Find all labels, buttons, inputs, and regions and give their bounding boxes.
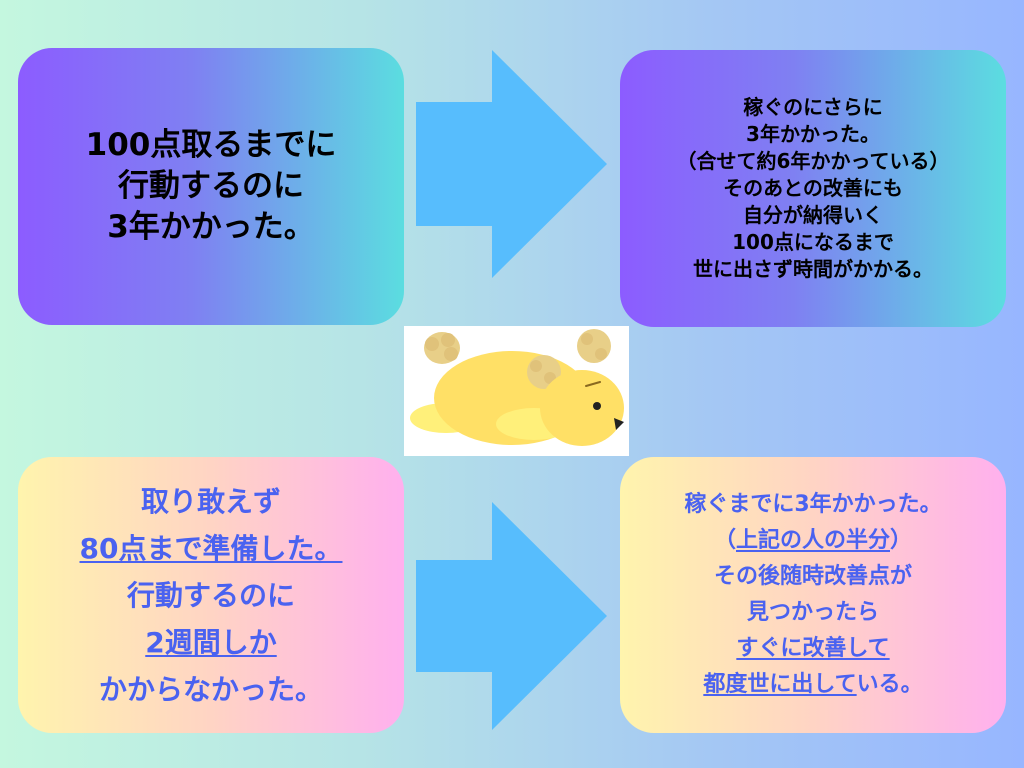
box-line: 取り敢えず xyxy=(140,484,281,518)
underlined-phrase: 上記の人の半分 xyxy=(735,528,890,553)
box-line-underlined: すぐに改善して xyxy=(736,636,890,661)
box-line-underlined: 80点まで準備した。 xyxy=(79,531,343,565)
box-line: 100点になるまで xyxy=(732,230,894,254)
box-line: 世に出さず時間がかかる。 xyxy=(693,257,933,281)
arrow-shape xyxy=(416,50,607,278)
box-line: 稼ぐまでに3年かかった。 xyxy=(684,492,942,517)
box-line-underlined: 2週間しか xyxy=(145,625,277,659)
after-action-box: 取り敢えず 80点まで準備した。 行動するのに 2週間しか かからなかった。 xyxy=(18,457,404,733)
underlined-phrase: 都度世に出して xyxy=(703,672,857,697)
box-line: 3年かかった。 xyxy=(107,209,315,245)
after-result-box: 稼ぐまでに3年かかった。 （上記の人の半分） その後随時改善点が 見つかったら … xyxy=(620,457,1006,733)
box-line: 見つかったら xyxy=(746,600,879,625)
line-tail: いる。 xyxy=(856,672,923,697)
box-line: 都度世に出している。 xyxy=(703,667,922,703)
right-arrow-icon xyxy=(416,502,607,730)
box-line: （上記の人の半分） xyxy=(714,523,912,559)
before-result-box: 稼ぐのにさらに 3年かかった。 （合せて約6年かかっている） そのあとの改善にも… xyxy=(620,50,1006,327)
right-arrow-icon xyxy=(416,50,607,278)
box-line: 3年かかった。 xyxy=(746,122,880,146)
box-line: 行動するのに xyxy=(126,578,295,612)
box-line: その後随時改善点が xyxy=(713,564,912,589)
mascot-panel xyxy=(404,326,629,456)
paren-open: （ xyxy=(713,528,736,553)
box-line: そのあとの改善にも xyxy=(723,176,903,200)
before-action-box: 100点取るまでに 行動するのに 3年かかった。 xyxy=(18,48,404,325)
paren-close: ） xyxy=(890,528,913,553)
box-line: 自分が納得いく xyxy=(743,203,883,227)
box-line: かからなかった。 xyxy=(98,672,323,706)
arrow-shape xyxy=(416,502,607,730)
box-line: 稼ぐのにさらに xyxy=(743,95,883,119)
box-line: （合せて約6年かかっている） xyxy=(676,149,950,173)
sleeping-bear-icon xyxy=(410,329,624,446)
box-line: 行動するのに xyxy=(118,168,304,204)
box-line: 100点取るまでに xyxy=(85,127,337,163)
